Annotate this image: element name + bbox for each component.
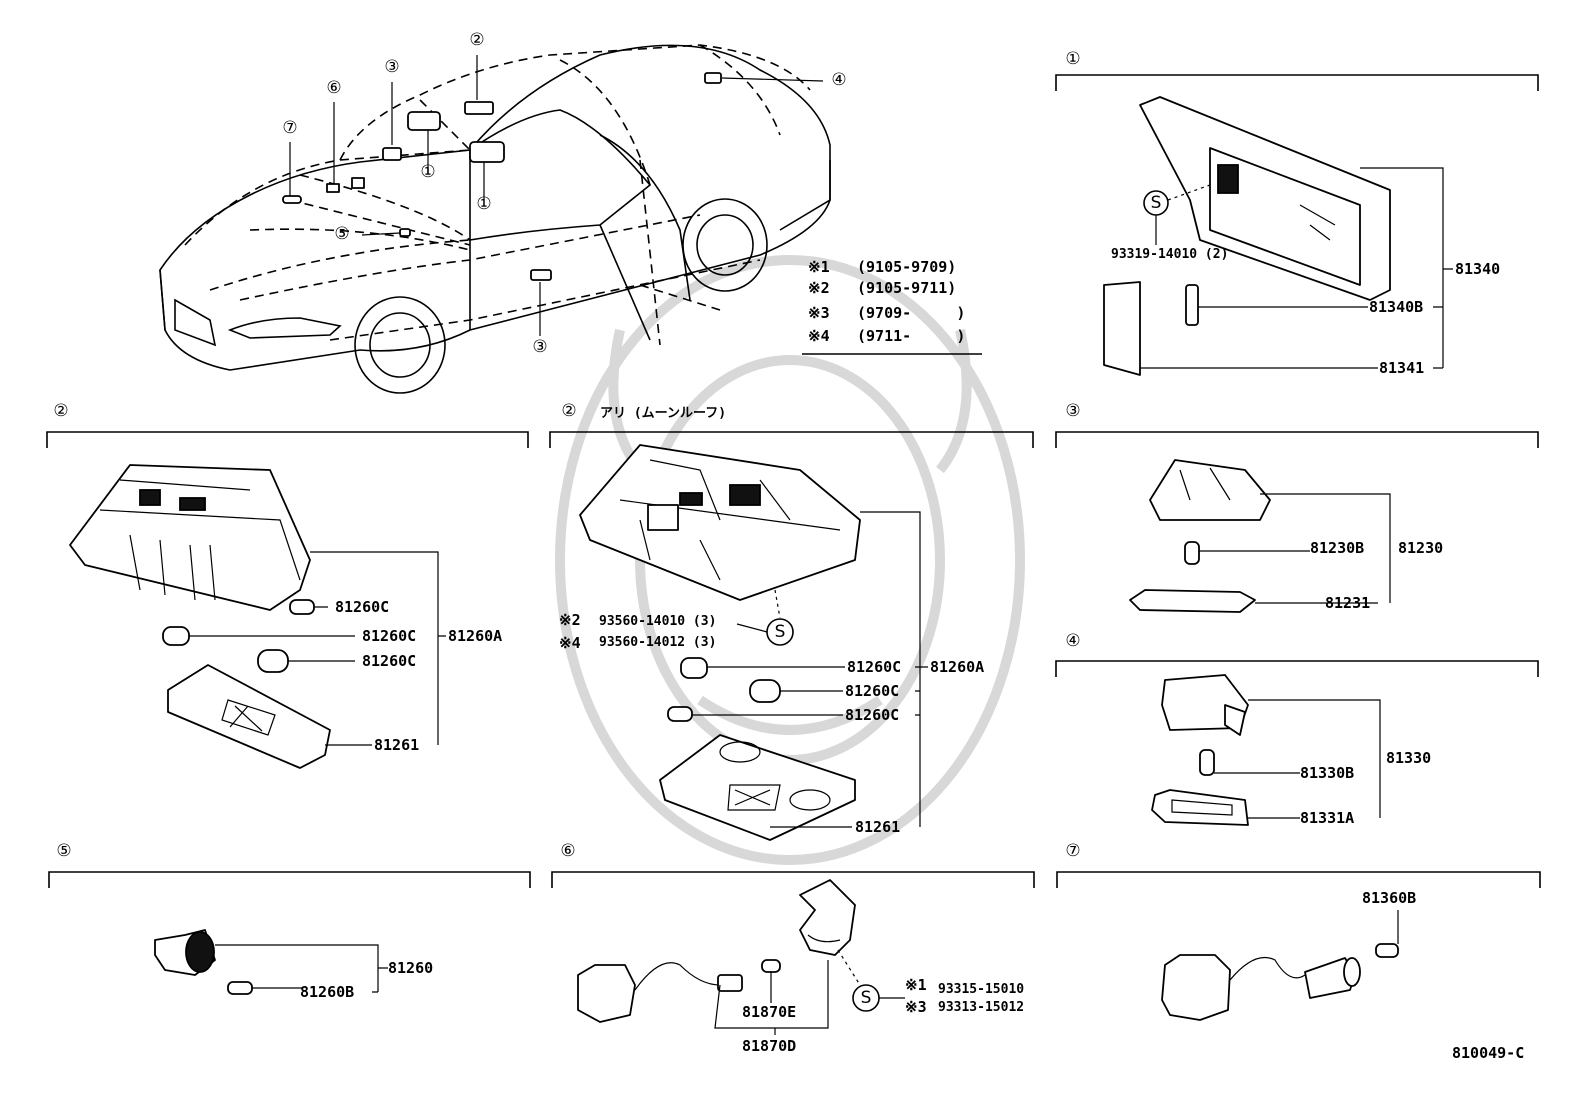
section-1: ① S 93319-14010 (2) 81340 81340B 81341 <box>1055 49 1539 377</box>
part-81330B: 81330B <box>1300 764 1354 782</box>
section-7: ⑦ 81360B <box>1056 841 1541 1021</box>
section-5: ⑤ 81260 81260B <box>48 841 531 1001</box>
callout-6: ⑥ <box>326 78 341 98</box>
screw-93560-14012: 93560-14012 (3) <box>599 635 716 650</box>
screw-93560-14010: 93560-14010 (3) <box>599 614 716 629</box>
part-81330: 81330 <box>1386 749 1431 767</box>
part-81260A: 81260A <box>448 627 502 645</box>
callout-7: ⑦ <box>282 118 297 138</box>
note-mark-1: ※1 <box>905 976 927 994</box>
part-81260C-b3: 81260C <box>845 706 899 724</box>
section-5-marker: ⑤ <box>56 841 71 861</box>
section-1-marker: ① <box>1065 49 1080 69</box>
part-81870E: 81870E <box>742 1003 796 1021</box>
note-mark-2: ※2 <box>559 611 581 629</box>
legend-mark-1: ※1 <box>808 258 830 276</box>
part-81260B: 81260B <box>300 983 354 1001</box>
callout-2: ② <box>469 30 484 50</box>
section-7-marker: ⑦ <box>1065 841 1080 861</box>
callout-3: ③ <box>384 57 399 77</box>
diagram-code: 810049-C <box>1452 1044 1524 1062</box>
section-6-marker: ⑥ <box>560 841 575 861</box>
section-4: ④ 81330B 81330 81331A <box>1055 631 1539 827</box>
callout-5: ⑤ <box>334 224 349 244</box>
moonroof-note: アリ (ムーンルーフ) <box>600 406 726 421</box>
section-3-marker: ③ <box>1065 401 1080 421</box>
screw-93319-14010: 93319-14010 (2) <box>1111 247 1228 262</box>
part-81260C-b2: 81260C <box>845 682 899 700</box>
section-4-marker: ④ <box>1065 631 1080 651</box>
part-81341: 81341 <box>1379 359 1424 377</box>
section-6: ⑥ S ※1 93315-15010 ※3 93313-15012 81870E… <box>551 841 1035 1055</box>
callout-1b: ① <box>476 194 491 214</box>
screw-symbol-s6: S <box>861 988 872 1008</box>
part-81340: 81340 <box>1455 260 1500 278</box>
part-81230B: 81230B <box>1310 539 1364 557</box>
screw-93313-15012: 93313-15012 <box>938 1000 1024 1015</box>
part-81331A: 81331A <box>1300 809 1354 827</box>
part-81261: 81261 <box>374 736 419 754</box>
date-legend: ※1 (9105-9709) ※2 (9105-9711) ※3 (9709- … <box>802 258 982 355</box>
part-81260C-b1: 81260C <box>847 658 901 676</box>
part-81870D: 81870D <box>742 1037 796 1055</box>
part-81260C-1: 81260C <box>335 598 389 616</box>
legend-range-1: (9105-9709) <box>857 258 956 276</box>
section-2-standard: ② 81260C 81260C 81260C 81260A 81261 <box>46 401 529 769</box>
legend-range-2: (9105-9711) <box>857 279 956 297</box>
section-2-marker: ② <box>53 401 68 421</box>
part-81260: 81260 <box>388 959 433 977</box>
callout-4: ④ <box>831 70 846 90</box>
part-81260C-3: 81260C <box>362 652 416 670</box>
car-overview-illustration <box>159 44 831 394</box>
part-81261-b: 81261 <box>855 818 900 836</box>
section-3: ③ 81230B 81230 81231 <box>1055 401 1539 613</box>
part-81260C-2: 81260C <box>362 627 416 645</box>
part-81360B: 81360B <box>1362 889 1416 907</box>
screw-symbol-s2: S <box>775 622 786 642</box>
part-81230: 81230 <box>1398 539 1443 557</box>
screw-93315-15010: 93315-15010 <box>938 982 1024 997</box>
callout-1a: ① <box>420 162 435 182</box>
section-2-moonroof: ② アリ (ムーンルーフ) S ※2 93560-14010 (3) ※4 93… <box>549 401 1034 841</box>
car-callout-markers: ② ③ ⑥ ⑦ ① ① ④ ⑤ ③ <box>282 30 846 357</box>
part-81340B: 81340B <box>1369 298 1423 316</box>
part-81260A-b: 81260A <box>930 658 984 676</box>
callout-3b: ③ <box>532 337 547 357</box>
part-81231: 81231 <box>1325 594 1370 612</box>
legend-mark-2: ※2 <box>808 279 830 297</box>
legend-range-4: (9711- ) <box>857 327 965 345</box>
legend-mark-3: ※3 <box>808 304 830 322</box>
section-2b-marker: ② <box>561 401 576 421</box>
screw-symbol-s1: S <box>1151 193 1162 213</box>
note-mark-3: ※3 <box>905 998 927 1016</box>
note-mark-4: ※4 <box>559 634 581 652</box>
legend-mark-4: ※4 <box>808 327 830 345</box>
legend-range-3: (9709- ) <box>857 304 965 322</box>
